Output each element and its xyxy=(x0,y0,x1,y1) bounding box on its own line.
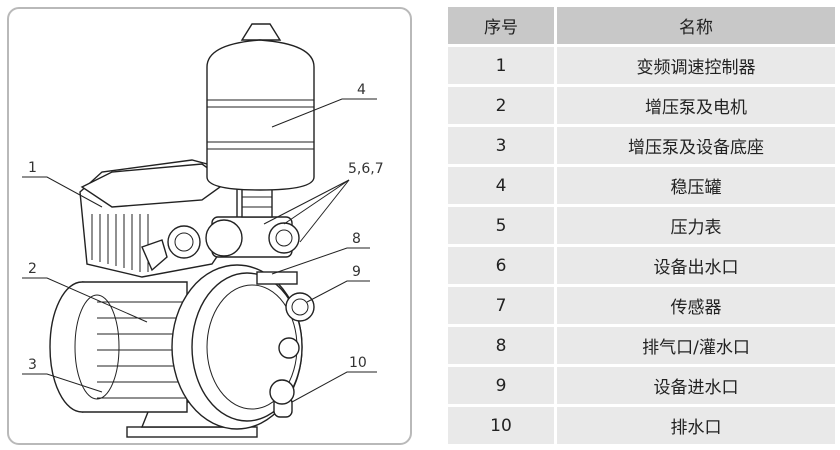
pump-illustration xyxy=(22,23,377,438)
callout-4: 4 xyxy=(357,82,366,98)
cell-no: 3 xyxy=(448,127,557,164)
header-name: 名称 xyxy=(557,7,835,44)
cell-no: 1 xyxy=(448,47,557,84)
cell-name: 排水口 xyxy=(557,407,835,444)
table-header-row: 序号 名称 xyxy=(448,7,835,44)
manifold xyxy=(167,186,300,259)
cell-name: 设备进水口 xyxy=(557,367,835,404)
cell-no: 5 xyxy=(448,207,557,244)
cell-name: 变频调速控制器 xyxy=(557,47,835,84)
callout-8: 8 xyxy=(352,231,361,247)
leader-lines xyxy=(22,98,377,403)
cell-no: 4 xyxy=(448,167,557,204)
cell-no: 8 xyxy=(448,327,557,364)
cell-name: 排气口/灌水口 xyxy=(557,327,835,364)
motor xyxy=(49,281,188,413)
pressure-tank xyxy=(206,23,315,191)
callout-3: 3 xyxy=(28,357,37,373)
header-no: 序号 xyxy=(448,7,557,44)
drain-port xyxy=(269,379,295,418)
cell-no: 6 xyxy=(448,247,557,284)
cell-no: 10 xyxy=(448,407,557,444)
cell-name: 设备出水口 xyxy=(557,247,835,284)
callout-2: 2 xyxy=(28,261,37,277)
cell-name: 增压泵及设备底座 xyxy=(557,127,835,164)
inlet-port xyxy=(278,292,315,359)
callout-5-6-7: 5,6,7 xyxy=(348,161,384,177)
cell-name: 增压泵及电机 xyxy=(557,87,835,124)
cell-no: 2 xyxy=(448,87,557,124)
callout-9: 9 xyxy=(352,264,361,280)
cell-no: 7 xyxy=(448,287,557,324)
cell-name: 传感器 xyxy=(557,287,835,324)
cell-name: 压力表 xyxy=(557,207,835,244)
pump-diagram-panel: 1 2 3 4 5,6,7 8 9 10 xyxy=(7,7,412,445)
callout-10: 10 xyxy=(349,355,367,371)
callout-1: 1 xyxy=(28,160,37,176)
cell-name: 稳压罐 xyxy=(557,167,835,204)
cell-no: 9 xyxy=(448,367,557,404)
